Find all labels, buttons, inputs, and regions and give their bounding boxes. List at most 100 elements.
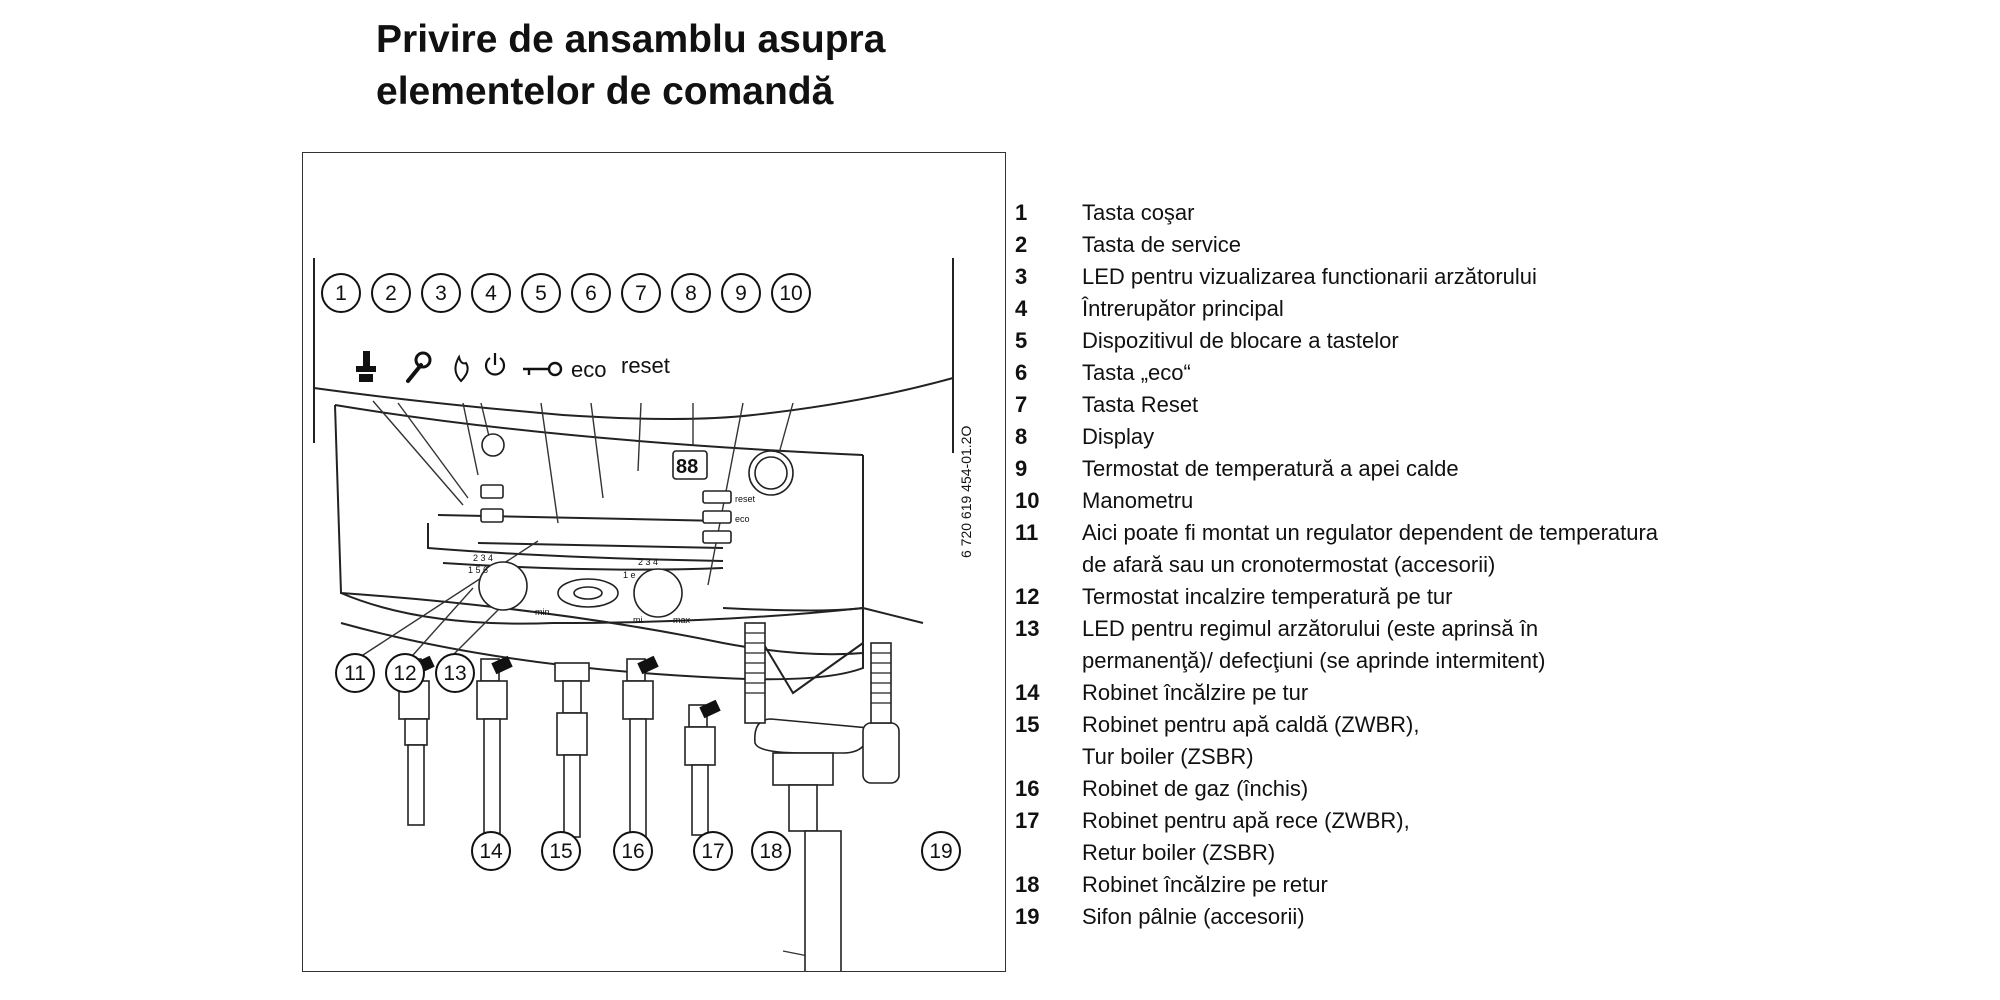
legend-text-line: Dispozitivul de blocare a tastelor: [1082, 328, 1399, 353]
legend-number: 10: [1015, 488, 1040, 513]
legend-number: 8: [1015, 424, 1028, 449]
callout-circle: [693, 831, 733, 871]
legend-text-line: Termostat de temperatură a apei calde: [1082, 456, 1459, 481]
legend-text: Dispozitivul de blocare a tastelor: [1082, 325, 1975, 357]
legend-number: 16: [1015, 776, 1040, 801]
callout-number: 5: [535, 282, 547, 305]
callout-circle: [371, 273, 411, 313]
legend-number: 1: [1015, 200, 1028, 225]
title-line-1: Privire de ansamblu asupra: [376, 18, 886, 61]
legend-number: 9: [1015, 456, 1028, 481]
legend-text-line: Robinet pentru apă rece (ZWBR),: [1082, 808, 1410, 833]
legend-text: Robinet încălzire pe retur: [1082, 869, 1975, 901]
chimney-sweep-icon: [356, 351, 376, 382]
legend-text-line: de afară sau un cronotermostat (accesori…: [1082, 552, 1496, 577]
power-icon: [484, 353, 506, 376]
legend-text-line: Termostat incalzire temperatură pe tur: [1082, 584, 1453, 609]
legend-item: 16 Robinet de gaz (închis): [1015, 773, 1975, 805]
dhw-dial-scale-a: 2 3 4: [638, 557, 658, 567]
legend-number: 12: [1015, 584, 1040, 609]
legend-number: 11: [1015, 520, 1039, 545]
legend-item: 8 Display: [1015, 421, 1975, 453]
legend-text: Tasta „eco“: [1082, 357, 1975, 389]
callout-number: 9: [735, 282, 747, 305]
legend-text-line: Aici poate fi montat un regulator depend…: [1082, 520, 1659, 545]
heating-dial-scale-b: 1 5 6: [468, 565, 488, 575]
legend-text-line: permanenţă)/ defecţiuni (se aprinde inte…: [1082, 648, 1546, 673]
dhw-dial-max: max: [673, 615, 691, 625]
legend-text-line: LED pentru regimul arzătorului (este apr…: [1082, 616, 1539, 641]
legend-text: Aici poate fi montat un regulator depend…: [1082, 517, 1975, 581]
legend-item: 18 Robinet încălzire pe retur: [1015, 869, 1975, 901]
dhw-dial-min: mi: [633, 615, 643, 625]
legend-item: 15 Robinet pentru apă caldă (ZWBR), Tur bo…: [1015, 709, 1975, 773]
panel-controls: [478, 433, 794, 618]
display-digits: 88: [676, 456, 698, 478]
legend-number: 13: [1015, 616, 1040, 641]
callout-circle: [751, 831, 791, 871]
legend-item: 1 Tasta coşar: [1015, 197, 1975, 229]
eco-button-label: eco: [735, 514, 750, 524]
callout-number: 4: [485, 282, 497, 305]
legend-text-line: Tasta coşar: [1082, 200, 1195, 225]
legend-text-line: Întrerupător principal: [1082, 296, 1284, 321]
callout-circle: [321, 273, 361, 313]
legend-text-line: Tur boiler (ZSBR): [1082, 744, 1254, 769]
callout-circle: [421, 273, 461, 313]
reset-button-label: reset: [735, 494, 756, 504]
callout-circle: [613, 831, 653, 871]
legend-text: Sifon pâlnie (accesorii): [1082, 901, 1975, 933]
legend-number: 14: [1015, 680, 1040, 705]
figure-code: 6 720 619 454-01.2O: [958, 426, 974, 558]
legend-item: 12 Termostat incalzire temperatură pe tur: [1015, 581, 1975, 613]
callout-number: 12: [393, 662, 416, 685]
legend-text: Întrerupător principal: [1082, 293, 1975, 325]
callout-number: 6: [585, 282, 597, 305]
legend-text-line: Robinet de gaz (închis): [1082, 776, 1309, 801]
callout-circle: [521, 273, 561, 313]
legend-text: Display: [1082, 421, 1975, 453]
heating-dial-min: min: [535, 607, 550, 617]
legend-text-line: Robinet pentru apă caldă (ZWBR),: [1082, 712, 1420, 737]
legend-text: Tasta Reset: [1082, 389, 1975, 421]
legend-item: 14 Robinet încălzire pe tur: [1015, 677, 1975, 709]
legend-text: Termostat de temperatură a apei calde: [1082, 453, 1975, 485]
callout-number: 10: [779, 282, 802, 305]
legend-text: Robinet pentru apă rece (ZWBR), Retur boi…: [1082, 805, 1975, 869]
corrugations: [745, 632, 891, 704]
legend-item: 11 Aici poate fi montat un regulator depe…: [1015, 517, 1975, 581]
siphon-funnel: [744, 622, 900, 971]
callout-number: 8: [685, 282, 697, 305]
boiler-casing: [313, 258, 954, 453]
callout-circle: [541, 831, 581, 871]
title-line-2: elementelor de comandă: [376, 70, 834, 113]
eco-label: eco: [571, 357, 606, 382]
boiler-diagram: 88 reset eco 2 3 4 1 5 6 min 2 3 4 1 e m…: [302, 152, 1006, 972]
legend-number: 18: [1015, 872, 1040, 897]
callout-circle: [621, 273, 661, 313]
legend-text-line: Retur boiler (ZSBR): [1082, 840, 1276, 865]
legend-text: Robinet încălzire pe tur: [1082, 677, 1975, 709]
legend-text-line: Sifon pâlnie (accesorii): [1082, 904, 1305, 929]
control-panel: [334, 404, 924, 695]
callout-number: 1: [335, 282, 347, 305]
callout-number: 7: [635, 282, 647, 305]
legend-text: Termostat incalzire temperatură pe tur: [1082, 581, 1975, 613]
legend-text-line: Tasta de service: [1082, 232, 1241, 257]
legend-text-line: Tasta „eco“: [1082, 360, 1191, 385]
legend-text: Robinet de gaz (închis): [1082, 773, 1975, 805]
callout-circle: [471, 831, 511, 871]
legend-number: 15: [1015, 712, 1040, 737]
legend-item: 9 Termostat de temperatură a apei calde: [1015, 453, 1975, 485]
callout-number: 19: [929, 840, 952, 863]
callout-circle: [771, 273, 811, 313]
callout-circle: [335, 653, 375, 693]
page-title: Privire de ansamblu asupra elementelor d…: [376, 14, 885, 118]
legend-text: Tasta de service: [1082, 229, 1975, 261]
